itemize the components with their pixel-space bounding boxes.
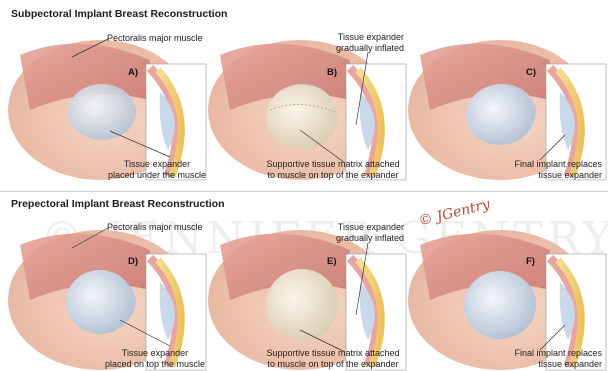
expander-b xyxy=(266,85,338,149)
label-d-muscle: Pectoralis major muscle xyxy=(107,222,203,233)
label-b-bottom-2: to muscle on top of the expander xyxy=(253,170,413,181)
label-b-top-1: Tissue expander xyxy=(318,32,404,43)
label-d-bottom-2: placed on top the muscle xyxy=(96,359,214,370)
label-d-bottom-1: Tissue expander xyxy=(96,348,214,359)
label-a-muscle: Pectoralis major muscle xyxy=(107,33,203,44)
panel-letter-f: F) xyxy=(526,256,535,267)
label-c-bottom-1: Final implant replaces xyxy=(498,159,602,170)
label-a-bottom-1: Tissue expander xyxy=(102,159,212,170)
label-f-bottom-2: tissue expander xyxy=(498,359,602,370)
expander-e xyxy=(266,269,338,341)
panel-letter-a: A) xyxy=(128,67,138,78)
implant-f xyxy=(464,271,536,339)
label-b-top-2: gradually inflated xyxy=(318,43,404,54)
implant-c xyxy=(466,85,534,145)
label-b-bottom-1: Supportive tissue matrix attached xyxy=(253,159,413,170)
label-e-top-1: Tissue expander xyxy=(318,222,404,233)
label-e-bottom-2: to muscle on top of the expander xyxy=(253,359,413,370)
panel-letter-d: D) xyxy=(128,256,138,267)
expander-d xyxy=(66,270,134,334)
label-e-bottom-1: Supportive tissue matrix attached xyxy=(253,348,413,359)
panel-letter-e: E) xyxy=(327,256,337,267)
label-c-bottom-2: tissue expander xyxy=(498,170,602,181)
label-e-top-2: gradually inflated xyxy=(318,233,404,244)
label-a-bottom-2: placed under the muscle xyxy=(102,170,212,181)
label-f-bottom-1: Final implant replaces xyxy=(498,348,602,359)
panel-letter-c: C) xyxy=(526,67,536,78)
panel-letter-b: B) xyxy=(327,67,337,78)
